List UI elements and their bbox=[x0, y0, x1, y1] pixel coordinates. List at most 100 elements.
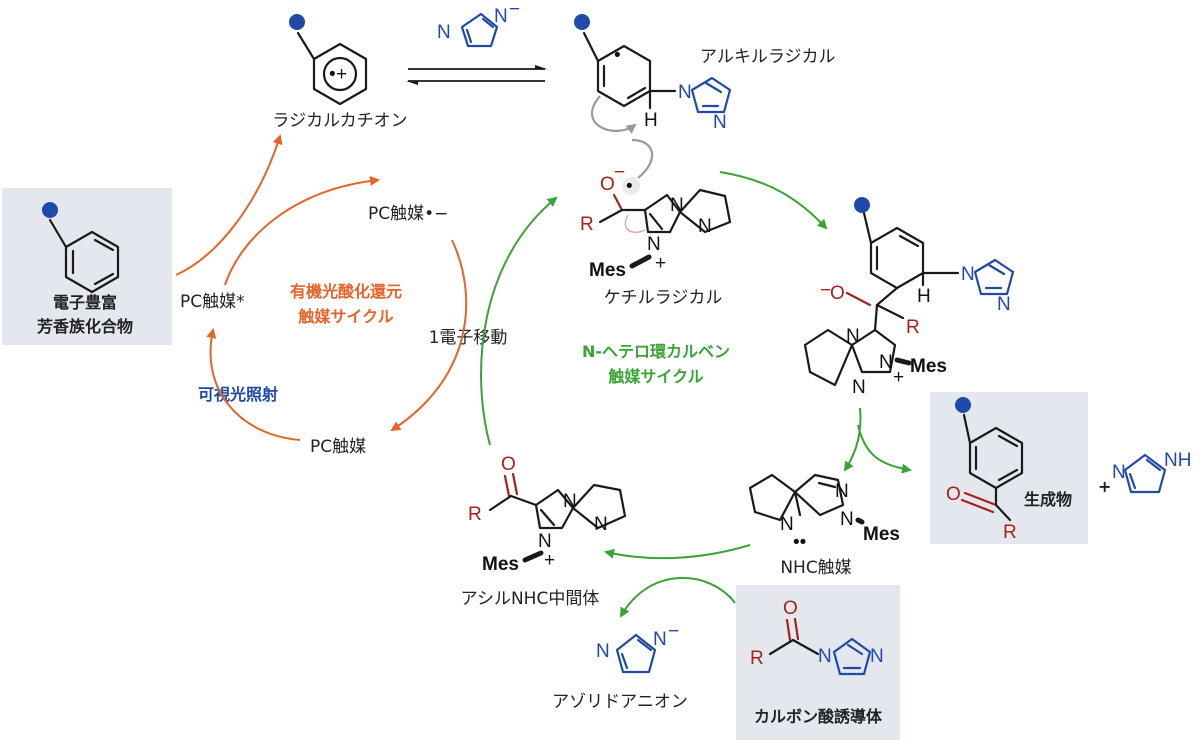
svg-text:Mes: Mes bbox=[589, 260, 626, 281]
svg-text:+: + bbox=[655, 253, 666, 274]
svg-text:N: N bbox=[818, 646, 832, 667]
svg-text:N: N bbox=[997, 294, 1011, 315]
svg-text:NH: NH bbox=[1164, 450, 1191, 471]
svg-text:•: • bbox=[614, 45, 621, 66]
svg-text:N: N bbox=[780, 514, 794, 535]
photoredox-cycle-label-line1: 有機光酸化還元 bbox=[290, 282, 402, 301]
svg-text:N: N bbox=[653, 629, 667, 650]
svg-text:O: O bbox=[830, 283, 845, 304]
radical-cation-label: ラジカルカチオン bbox=[272, 111, 407, 131]
product-label: 生成物 bbox=[1024, 490, 1072, 509]
substituent-dot-icon bbox=[574, 14, 590, 30]
substituent-dot-icon bbox=[955, 397, 971, 413]
radical-coupling-arrow-2 bbox=[631, 138, 654, 179]
svg-text:N: N bbox=[494, 6, 508, 27]
pc-ground-label: PC触媒 bbox=[310, 437, 366, 457]
substituent-dot-icon bbox=[42, 202, 58, 218]
svg-text:N: N bbox=[594, 514, 608, 535]
adduct-to-product-arrow bbox=[857, 424, 912, 474]
imidazolide-top-structure: N N − bbox=[437, 0, 520, 48]
carboxylic-derivative-box bbox=[736, 585, 900, 740]
acyl-nhc-label: アシルNHC中間体 bbox=[461, 589, 600, 609]
adduct-intermediate-structure: H N N O − R N N N + Mes bbox=[803, 197, 1015, 398]
svg-text:N: N bbox=[647, 234, 661, 255]
svg-text:+: + bbox=[336, 64, 347, 85]
alkyl-radical-label: アルキルラジカル bbox=[700, 47, 836, 67]
imidazole-structure: N NH bbox=[1112, 450, 1191, 494]
svg-text:+: + bbox=[893, 367, 904, 388]
svg-text:R: R bbox=[906, 317, 920, 338]
svg-text:•: • bbox=[329, 64, 336, 85]
pc-to-pc-excited-arrow bbox=[206, 328, 301, 441]
svg-text:−: − bbox=[820, 280, 831, 301]
svg-text:N: N bbox=[1112, 462, 1126, 483]
photoredox-cycle-label-line2: 触媒サイクル bbox=[297, 307, 393, 326]
svg-text:•: • bbox=[626, 176, 633, 197]
svg-text:N: N bbox=[596, 641, 610, 662]
substrate-to-radical-cation-arrow bbox=[175, 134, 283, 276]
nhc-to-acyl-nhc-arrow bbox=[604, 544, 751, 560]
svg-text:Mes: Mes bbox=[482, 554, 519, 575]
product-structure: O R bbox=[946, 397, 1024, 543]
svg-text:H: H bbox=[917, 286, 931, 307]
radical-cation-structure: • + bbox=[289, 14, 368, 106]
svg-text:O: O bbox=[501, 454, 516, 475]
svg-text:N: N bbox=[852, 377, 866, 398]
svg-text:••: •• bbox=[793, 532, 806, 553]
carboxylic-derivative-label: カルボン酸誘導体 bbox=[754, 707, 883, 726]
svg-text:N: N bbox=[538, 531, 552, 552]
ketyl-radical-structure: O − • R N N N + Mes bbox=[580, 162, 732, 281]
svg-text:N: N bbox=[961, 264, 975, 285]
svg-text:N: N bbox=[879, 352, 893, 373]
svg-text:N: N bbox=[670, 195, 684, 216]
svg-text:R: R bbox=[580, 214, 594, 235]
visible-light-label: 可視光照射 bbox=[198, 385, 278, 404]
acyl-nhc-to-ketyl-arrow bbox=[480, 196, 558, 446]
substituent-dot-icon bbox=[854, 197, 870, 213]
svg-text:N: N bbox=[846, 326, 860, 347]
acyl-nhc-structure: O R N N N + Mes bbox=[468, 454, 627, 575]
radical-coupling-arrow bbox=[591, 95, 637, 134]
pc-radical-anion-label: PC触媒•− bbox=[368, 204, 448, 224]
svg-text:N: N bbox=[698, 216, 712, 237]
nhc-catalyst-label: NHC触媒 bbox=[780, 558, 851, 578]
ketyl-to-adduct-arrow bbox=[719, 171, 828, 230]
substituent-dot-icon bbox=[289, 14, 305, 30]
set-label: 1電子移動 bbox=[429, 328, 508, 348]
svg-text:Mes: Mes bbox=[910, 356, 947, 377]
svg-text:Mes: Mes bbox=[863, 524, 900, 545]
nhc-cycle-label-line1: N-ヘテロ環カルベン bbox=[582, 342, 730, 361]
nhc-cycle-label-line2: 触媒サイクル bbox=[607, 367, 703, 386]
svg-text:+: + bbox=[544, 550, 555, 571]
azolide-anion-label: アゾリドアニオン bbox=[552, 692, 688, 712]
svg-text:R: R bbox=[1003, 522, 1017, 543]
radical-anion-to-pc-arrow bbox=[390, 239, 468, 432]
substrate-structure bbox=[42, 202, 120, 294]
svg-text:N: N bbox=[437, 22, 451, 43]
svg-text:N: N bbox=[713, 112, 727, 133]
svg-text:O: O bbox=[783, 598, 798, 619]
svg-text:R: R bbox=[750, 648, 764, 669]
pc-excited-to-radical-anion-arrow bbox=[224, 175, 380, 286]
ketyl-radical-label: ケチルラジカル bbox=[604, 288, 723, 308]
svg-text:O: O bbox=[946, 484, 961, 505]
svg-text:N: N bbox=[870, 646, 884, 667]
azolide-anion-structure: N N − bbox=[596, 621, 679, 674]
pc-excited-label: PC触媒* bbox=[180, 292, 245, 312]
svg-text:N: N bbox=[563, 491, 577, 512]
substrate-box bbox=[2, 188, 172, 345]
svg-text:N: N bbox=[840, 509, 854, 530]
svg-text:R: R bbox=[468, 504, 482, 525]
svg-text:H: H bbox=[644, 110, 658, 131]
svg-text:N: N bbox=[835, 481, 849, 502]
svg-text:−: − bbox=[614, 162, 625, 183]
alkyl-radical-structure: • H N N bbox=[574, 14, 732, 133]
substrate-label-line1: 電子豊富 bbox=[53, 293, 117, 312]
adduct-to-nhc-arrow bbox=[843, 407, 862, 472]
svg-text:N: N bbox=[678, 82, 692, 103]
svg-text:O: O bbox=[600, 174, 615, 195]
substrate-label-line2: 芳香族化合物 bbox=[37, 317, 133, 336]
nhc-catalyst-structure: N N N •• Mes bbox=[748, 473, 900, 553]
plus-sign: + bbox=[1098, 477, 1111, 496]
